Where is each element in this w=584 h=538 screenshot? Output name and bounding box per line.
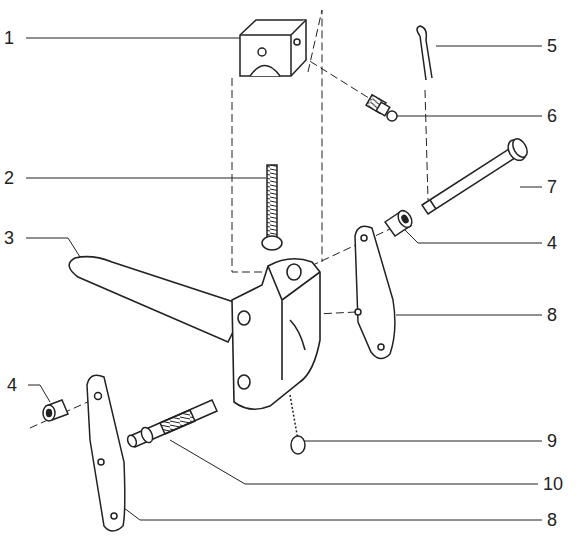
callout-number: 9 — [546, 431, 558, 451]
block — [240, 20, 306, 76]
callout-number: 6 — [546, 106, 558, 126]
callout-number: 5 — [546, 36, 558, 56]
callout-number: 1 — [3, 28, 15, 48]
callout-number: 2 — [3, 168, 15, 188]
clevis-pin — [422, 136, 530, 214]
callout-number: 4 — [6, 375, 18, 395]
bolt — [262, 165, 282, 250]
set-screw — [290, 395, 305, 454]
callout-number: 8 — [546, 305, 558, 325]
bushing — [43, 400, 68, 421]
callout-number: 7 — [546, 177, 558, 197]
threaded-pin — [126, 400, 217, 448]
bushing — [385, 208, 415, 236]
callout-number: 8 — [546, 510, 558, 530]
callout-number: 10 — [542, 474, 564, 494]
grease-fitting — [366, 95, 397, 121]
link-plate — [355, 226, 395, 358]
callout-number: 4 — [546, 233, 558, 253]
cotter-pin — [417, 26, 432, 80]
link-plate — [87, 375, 125, 531]
callout-number: 3 — [3, 228, 15, 248]
assembly-lines — [30, 10, 428, 428]
